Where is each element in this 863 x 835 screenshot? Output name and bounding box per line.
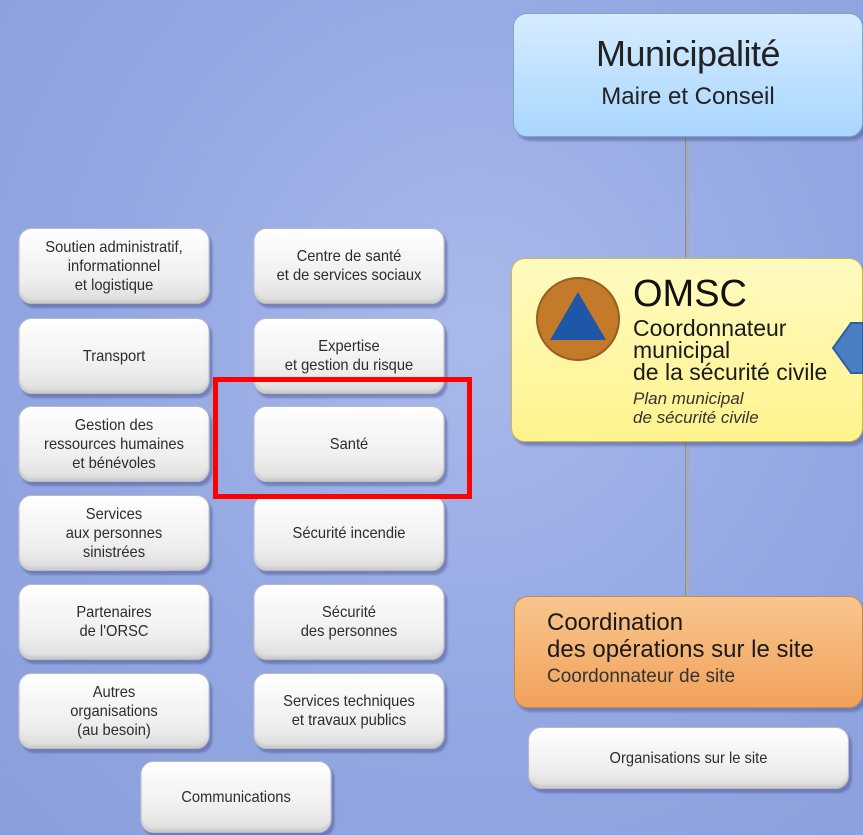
service-box-securite-incendie: Sécurité incendie — [253, 495, 445, 571]
omsc-plan-label: Plan municipal de sécurité civile — [633, 389, 759, 427]
coordination-title: Coordination des opérations sur le site — [547, 609, 814, 663]
service-label: Gestion des ressources humaines et bénév… — [44, 416, 184, 472]
organisations-site-box: Organisations sur le site — [527, 727, 850, 789]
municipalite-subtitle: Maire et Conseil — [601, 83, 775, 110]
service-label: Soutien administratif, informationnel et… — [45, 238, 183, 294]
civil-protection-emblem-icon — [536, 277, 620, 361]
organisations-site-label: Organisations sur le site — [609, 749, 768, 767]
service-box-communications: Communications — [140, 761, 332, 833]
arrow-left-icon — [831, 319, 863, 382]
service-box-gestion-ressources: Gestion des ressources humaines et bénév… — [18, 406, 210, 482]
service-label: Expertise et gestion du risque — [284, 338, 414, 374]
omsc-title: OMSC — [633, 273, 747, 315]
service-label: Sécurité incendie — [292, 524, 406, 542]
municipalite-box: Municipalité Maire et Conseil — [513, 13, 863, 137]
service-box-centre-sante: Centre de santé et de services sociaux — [253, 228, 445, 304]
highlight-rectangle — [213, 377, 472, 499]
service-box-autres-organisations: Autres organisations (au besoin) — [18, 673, 210, 749]
omsc-box: OMSC Coordonnateur municipal de la sécur… — [511, 258, 863, 442]
connector-municipalite-omsc — [685, 137, 689, 258]
service-label: Santé — [329, 435, 369, 453]
service-box-sante: Santé — [253, 406, 445, 482]
service-box-services-techniques: Services techniques et travaux publics — [253, 673, 445, 749]
service-box-securite-personnes: Sécurité des personnes — [253, 584, 445, 660]
service-box-soutien: Soutien administratif, informationnel et… — [18, 228, 210, 304]
service-label: Sécurité des personnes — [300, 604, 398, 640]
service-label: Transport — [82, 347, 146, 365]
coordination-box: Coordination des opérations sur le site … — [514, 596, 863, 708]
service-label: Autres organisations (au besoin) — [70, 683, 158, 739]
municipalite-title: Municipalité — [595, 33, 781, 74]
service-label: Services techniques et travaux publics — [283, 693, 415, 729]
coordination-subtitle: Coordonnateur de site — [547, 666, 736, 687]
omsc-subtitle: Coordonnateur municipal de la sécurité c… — [633, 315, 828, 385]
service-label: Communications — [181, 788, 291, 806]
service-box-partenaires-orsc: Partenaires de l'ORSC — [18, 584, 210, 660]
service-label: Services aux personnes sinistrées — [65, 505, 163, 561]
service-box-services-sinistres: Services aux personnes sinistrées — [18, 495, 210, 571]
service-box-transport: Transport — [18, 318, 210, 394]
service-label: Centre de santé et de services sociaux — [276, 248, 422, 284]
connector-omsc-coordination — [685, 442, 689, 596]
service-label: Partenaires de l'ORSC — [76, 604, 152, 640]
